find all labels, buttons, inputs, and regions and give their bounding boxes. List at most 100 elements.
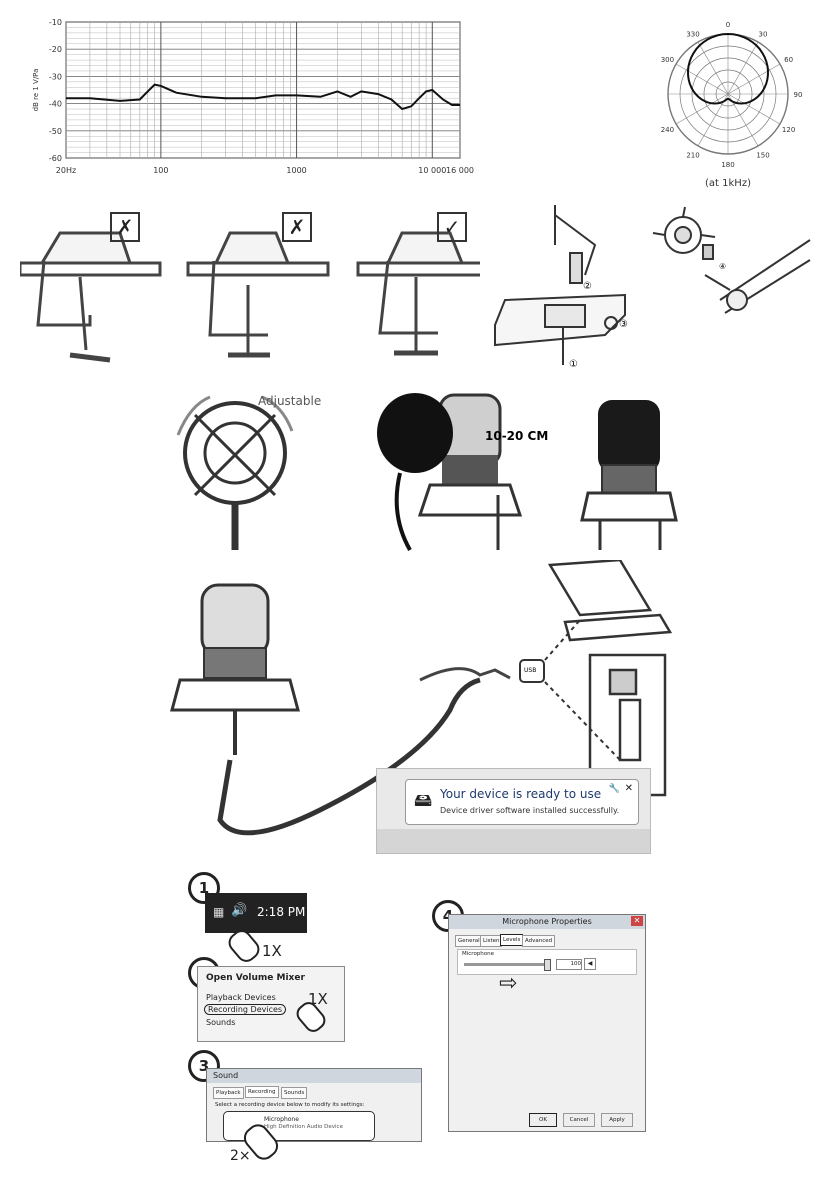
settings-icon[interactable]: 🔧	[608, 784, 620, 794]
polar-angle-label: 0	[726, 21, 730, 29]
notification-body: Device driver software installed success…	[440, 806, 620, 815]
window-close-icon[interactable]: ✕	[631, 916, 643, 926]
volume-context-menu: Open Volume Mixer Playback Devices Recor…	[197, 966, 345, 1042]
device-description: High Definition Audio Device	[264, 1124, 343, 1130]
mount-step-1: ①	[569, 359, 578, 370]
tab-levels[interactable]: Levels	[500, 934, 524, 946]
polar-angle-label: 90	[794, 91, 803, 99]
laptop	[547, 560, 673, 642]
tab-playback[interactable]: Playback	[213, 1087, 244, 1099]
level-value-input[interactable]: 100	[556, 959, 582, 970]
adjustable-label: Adjustable	[258, 394, 321, 408]
levels-group: Microphone 100 ◀	[457, 949, 637, 975]
taskbar-clock: 2:18 PM	[257, 905, 306, 919]
y-tick-label: -30	[49, 72, 62, 81]
tab-recording[interactable]: Recording	[245, 1086, 279, 1098]
shockmount-arm-illustration: ④	[652, 206, 811, 314]
clamp-mark-1: ✗	[110, 212, 140, 242]
taskbar-clock-area: ▦ 🔊 2:18 PM	[205, 893, 307, 933]
clamp-mark-2: ✗	[282, 212, 312, 242]
menu-item-playback-devices[interactable]: Playback Devices	[206, 993, 276, 1002]
ok-button[interactable]: OK	[529, 1113, 557, 1127]
menu-item-recording-devices[interactable]: Recording Devices	[204, 1004, 287, 1015]
x-tick-label: 100	[153, 166, 168, 175]
tab-general[interactable]: General	[455, 935, 483, 947]
polar-subtitle: (at 1kHz)	[705, 178, 751, 189]
notification-balloon[interactable]: 🖴 Your device is ready to use Device dri…	[405, 779, 639, 825]
usb-port-icon	[519, 659, 545, 683]
mount-step-2: ②	[583, 281, 592, 292]
x-tick-label: 10 000	[418, 166, 446, 175]
clamp-mark-3: ✓	[437, 212, 467, 242]
polar-spoke	[675, 93, 729, 125]
polar-pattern-line	[686, 32, 770, 105]
mount-step-4: ④	[719, 262, 726, 271]
polar-pattern-panel: 0 30 60 90 120 150 180 210 240 300 330 (at 1kHz)	[640, 18, 820, 190]
click-count-1: 1X	[262, 942, 282, 960]
level-slider[interactable]	[464, 963, 550, 966]
device-icon: 🖴	[414, 790, 433, 811]
taskbar-strip	[377, 829, 650, 853]
sound-window-title: Sound	[207, 1069, 421, 1083]
device-name: Microphone	[264, 1116, 299, 1123]
polar-angle-label: 180	[721, 161, 734, 169]
sound-window: Sound Playback Recording Sounds Select a…	[206, 1068, 422, 1142]
polar-spoke	[727, 63, 781, 95]
click-count-3: 2×	[230, 1148, 251, 1164]
click-count-2: 1X	[308, 990, 328, 1008]
speaker-icon[interactable]: 🔊	[231, 903, 248, 918]
mount-step-3: ③	[619, 319, 628, 330]
device-ready-notification: 🖴 Your device is ready to use Device dri…	[376, 768, 651, 854]
polar-angle-label: 300	[661, 56, 674, 64]
y-tick-label: -50	[49, 127, 62, 136]
menu-item-open-volume-mixer[interactable]: Open Volume Mixer	[206, 973, 305, 983]
arrow-pointer-icon: ⇨	[499, 971, 518, 996]
y-tick-label: -10	[49, 18, 62, 27]
level-slider-thumb[interactable]	[544, 959, 551, 971]
microphone-properties-window: Microphone Properties ✕ General Listen L…	[448, 914, 646, 1132]
polar-angle-label: 120	[782, 126, 795, 134]
x-tick-label: 1000	[286, 166, 306, 175]
y-tick-label: -40	[49, 100, 62, 109]
polar-angle-label: 330	[686, 30, 699, 38]
clamp-illustrations	[20, 231, 480, 363]
tab-advanced[interactable]: Advanced	[522, 935, 556, 947]
notification-title: Your device is ready to use	[440, 787, 602, 801]
properties-window-title: Microphone Properties	[449, 915, 645, 929]
pop-filter-distance: 10-20 CM	[485, 429, 548, 443]
cancel-button[interactable]: Cancel	[563, 1113, 595, 1127]
polar-angle-label: 150	[756, 152, 769, 160]
close-icon[interactable]: ✕	[624, 783, 633, 794]
polar-spoke	[675, 63, 729, 95]
x-tick-label: 20Hz	[56, 166, 76, 175]
tab-sounds[interactable]: Sounds	[281, 1087, 308, 1099]
usb-port-label: USB	[524, 667, 536, 674]
shockmount-adjustable-illustration: Adjustable	[176, 394, 321, 550]
y-axis-label: dB re 1 V/Pa	[32, 69, 40, 112]
apply-button[interactable]: Apply	[601, 1113, 633, 1127]
polar-angle-label: 210	[686, 152, 699, 160]
sound-instruction: Select a recording device below to modif…	[215, 1102, 365, 1108]
boom-arm-mount-illustration: ② ③ ①	[494, 205, 628, 370]
mute-speaker-icon[interactable]: ◀	[584, 958, 596, 970]
x-tick-label: 16 000	[446, 166, 474, 175]
polar-spoke	[697, 41, 729, 95]
polar-angle-label: 240	[661, 126, 674, 134]
polar-pattern-chart: 0 30 60 90 120 150 180 210 240 300 330 (at 1kHz)	[661, 21, 803, 189]
polar-spoke	[727, 41, 759, 95]
windscreen-illustration	[580, 400, 678, 550]
microphone-on-stand	[170, 583, 300, 755]
clamp-wrong-2	[186, 231, 330, 358]
polar-angle-label: 30	[759, 30, 768, 38]
pop-filter-illustration: 10-20 CM	[377, 393, 548, 551]
y-tick-label: -20	[49, 45, 62, 54]
response-line	[66, 83, 460, 111]
levels-group-label: Microphone	[462, 951, 495, 957]
plot-area	[65, 21, 461, 159]
menu-item-sounds[interactable]: Sounds	[206, 1018, 236, 1027]
polar-angle-label: 60	[784, 56, 793, 64]
clamp-wrong-1	[20, 231, 162, 363]
network-icon[interactable]: ▦	[213, 905, 225, 919]
